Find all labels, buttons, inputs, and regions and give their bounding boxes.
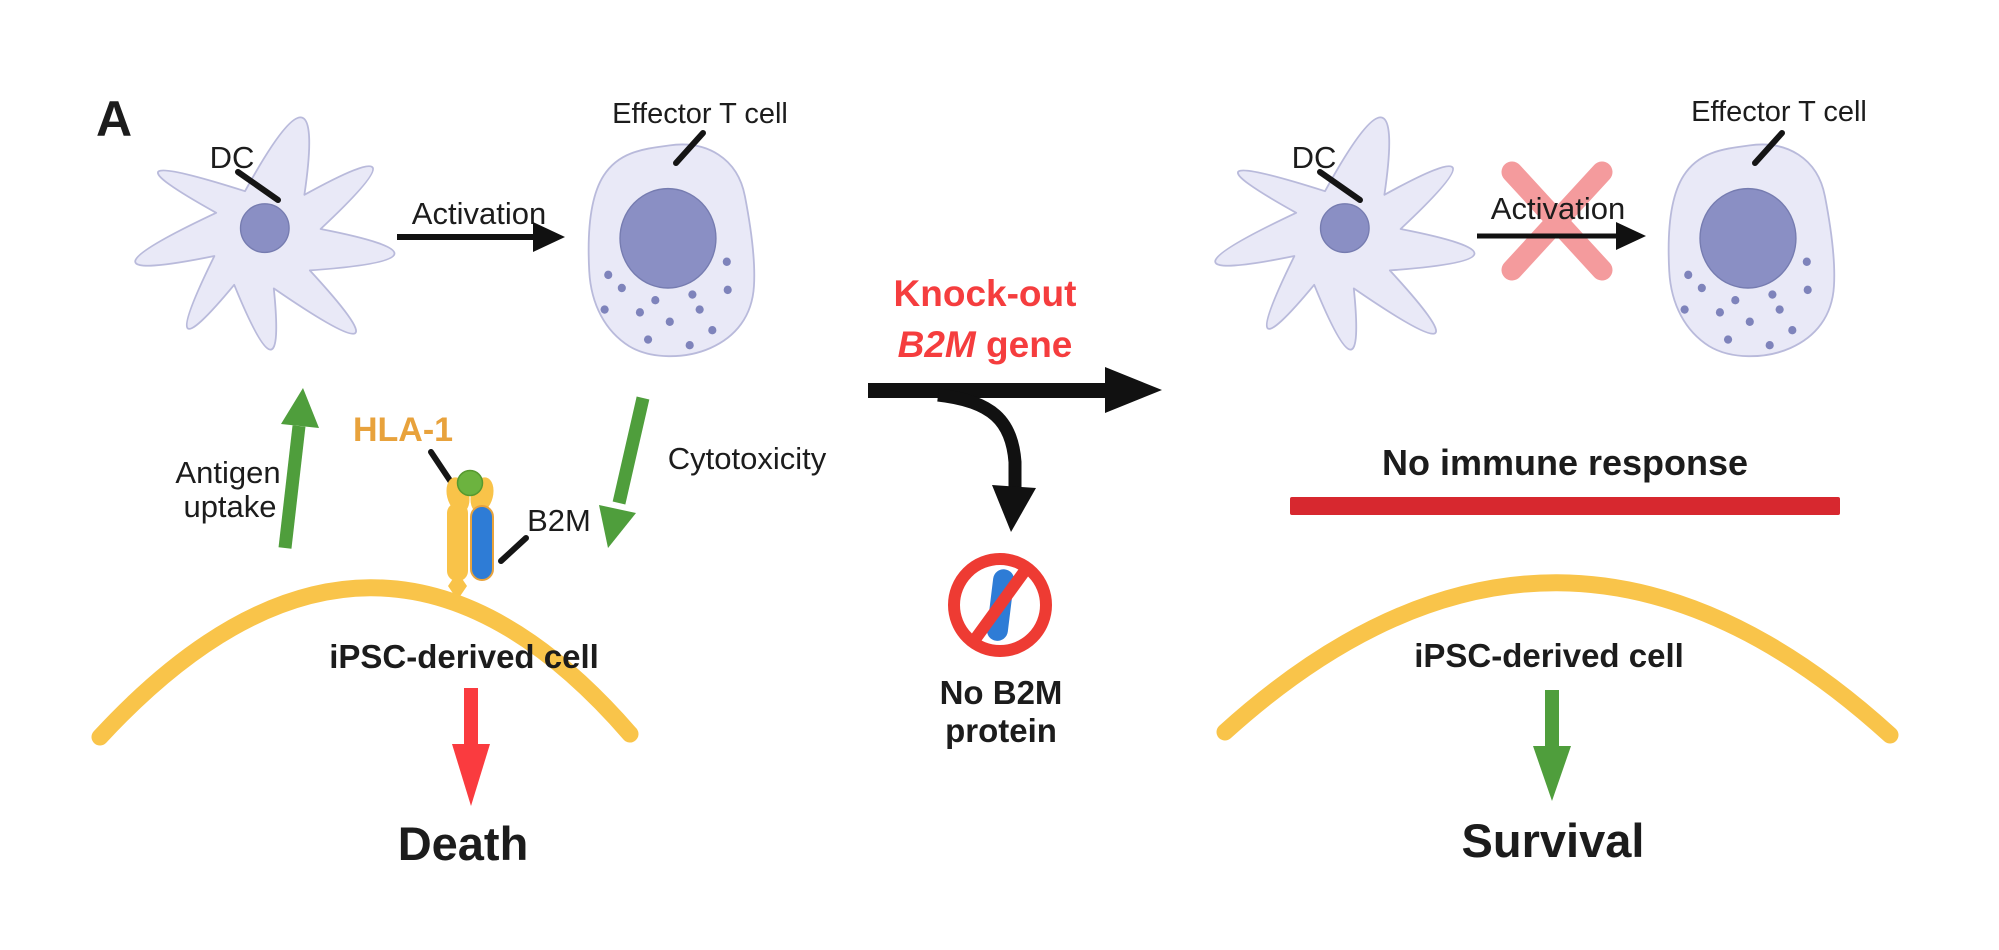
activation-label: Activation: [1491, 191, 1625, 226]
no-b2m-label-line1: No B2M: [940, 674, 1063, 711]
activation-arrow: [1477, 222, 1646, 250]
hla-heavy-chain: [447, 503, 468, 581]
knockout-label-line2: B2M gene: [898, 324, 1073, 365]
dc-pointer-line: [235, 169, 281, 203]
cell-membrane: [91, 579, 639, 746]
dendritic-cell: [134, 116, 396, 351]
effector-t-cell-label: Effector T cell: [1691, 96, 1867, 128]
knockout-branch-arrow: [937, 388, 1036, 532]
knockout-gene-italic: B2M: [898, 324, 977, 365]
survival-label: Survival: [1462, 814, 1645, 867]
effector-t-cell-label: Effector T cell: [612, 98, 788, 130]
no-immune-response-label: No immune response: [1382, 442, 1748, 483]
dc-label: DC: [210, 140, 255, 175]
panel-label: A: [96, 91, 132, 147]
activation-label: Activation: [412, 196, 546, 231]
effector-t-pointer-line: [673, 130, 706, 166]
hla-complex: [446, 469, 494, 600]
b2m-pointer-line: [498, 535, 529, 564]
death-label: Death: [398, 817, 529, 870]
effector-t-cell: [1667, 143, 1836, 358]
antigen-uptake-label-line2: uptake: [183, 489, 276, 524]
ipsc-cell-label: iPSC-derived cell: [329, 638, 599, 675]
dendritic-cell: [1214, 116, 1476, 351]
ipsc-cell-label: iPSC-derived cell: [1414, 637, 1684, 674]
cell-membrane: [1216, 574, 1899, 744]
antigen-uptake-arrow: [278, 388, 319, 549]
effector-t-cell: [587, 143, 756, 358]
no-entry-icon: [948, 553, 1052, 657]
cytotoxicity-label: Cytotoxicity: [668, 441, 827, 476]
hla1-label: HLA-1: [353, 411, 453, 449]
knockout-gene-suffix: gene: [976, 324, 1073, 365]
blocked-activation-x-icon: [1501, 161, 1613, 281]
activation-arrow: [397, 222, 565, 252]
left-scene: DC Activation Effector T cell Antigen up…: [91, 98, 827, 870]
middle-scene: Knock-out B2M gene No B2M protein: [868, 273, 1162, 749]
peptide-dot: [456, 469, 484, 497]
b2m-label: B2M: [527, 503, 591, 538]
dc-label: DC: [1292, 140, 1337, 175]
right-scene: DC Activation Effector T cell No immune …: [1214, 96, 1899, 867]
no-b2m-label-line2: protein: [945, 712, 1057, 749]
knockout-label-line1: Knock-out: [894, 273, 1077, 314]
survival-arrow: [1533, 690, 1571, 801]
death-arrow: [452, 688, 490, 806]
no-immune-response-bar: [1290, 497, 1840, 515]
antigen-uptake-label-line1: Antigen: [175, 455, 280, 490]
dc-pointer-line: [1317, 169, 1363, 203]
effector-t-pointer-line: [1752, 130, 1785, 166]
cytotoxicity-arrow: [599, 396, 650, 548]
knockout-main-arrow: [868, 367, 1162, 413]
b2m-protein: [470, 505, 494, 581]
